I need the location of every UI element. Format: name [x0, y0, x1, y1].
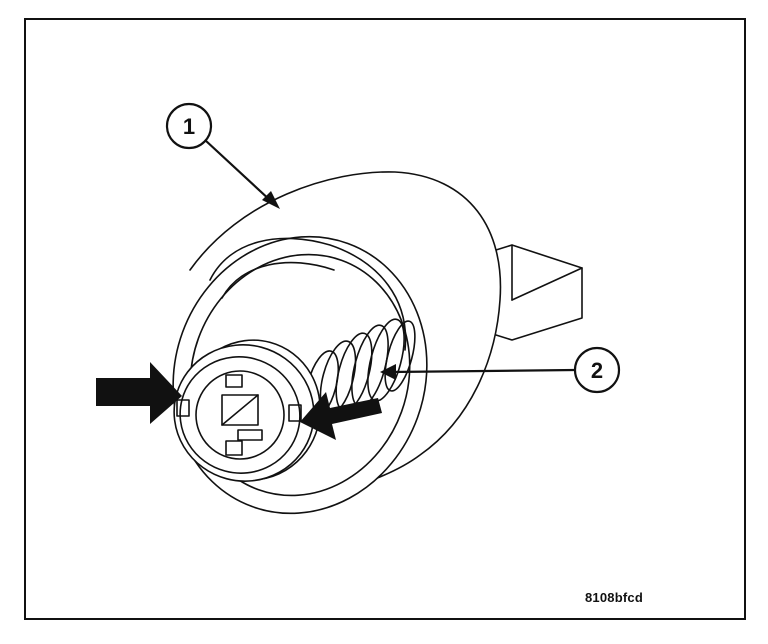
callout-2-label: 2	[591, 358, 603, 383]
callout-2: 2	[380, 346, 621, 394]
shaft-end-cap	[173, 339, 321, 482]
figure-frame	[24, 18, 746, 620]
pointer-arrows	[96, 362, 382, 440]
housing-box	[479, 244, 583, 341]
inner-cavity	[209, 237, 407, 351]
left-arrow-icon	[96, 362, 182, 424]
callout-1-label: 1	[183, 114, 195, 139]
right-arrow-icon	[300, 392, 382, 440]
figure-id-label: 8108bfcd	[585, 590, 643, 605]
callout-1: 1	[165, 102, 280, 209]
